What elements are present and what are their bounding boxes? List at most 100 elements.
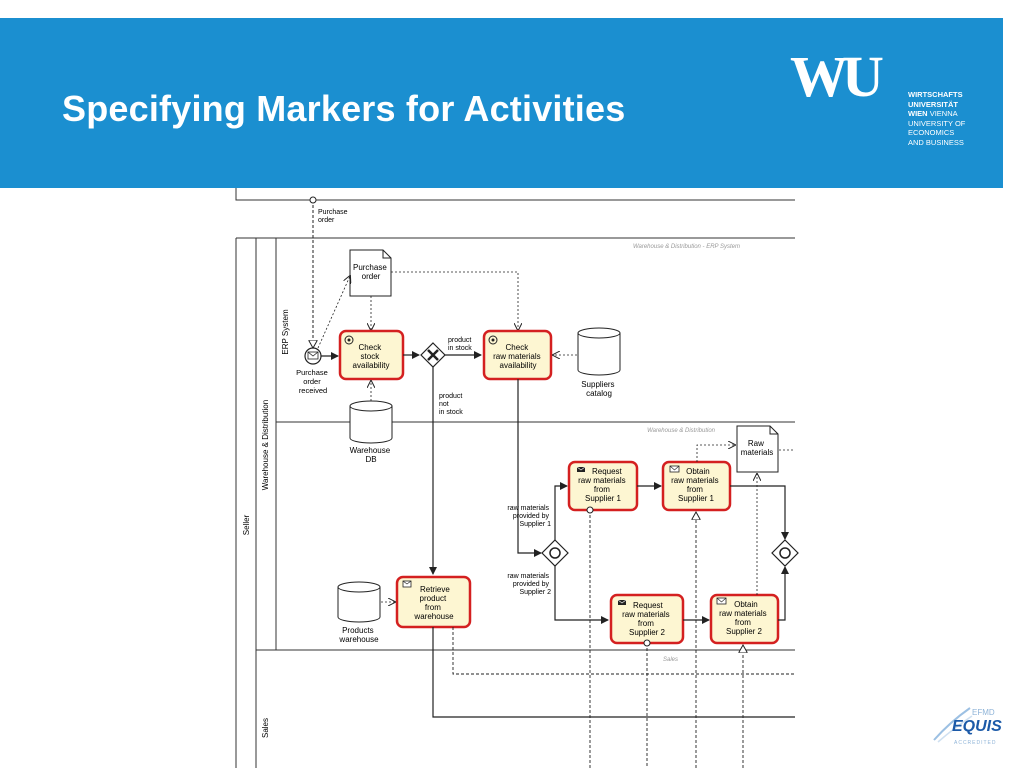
task-label-line: availability — [353, 361, 390, 370]
condition-line: in stock — [448, 345, 472, 352]
task-label-line: from — [594, 485, 610, 494]
task-label-line: raw materials — [622, 610, 670, 619]
task-request-supplier-2 — [609, 593, 685, 645]
task-label-line: raw materials — [493, 352, 541, 361]
wu-logo: WU WIRTSCHAFTS UNIVERSITÄT WIEN VIENNA U… — [790, 48, 980, 158]
inclusive-gateway-split — [541, 539, 569, 567]
logo-line-3b: VIENNA — [929, 109, 958, 119]
task-label-line: Supplier 1 — [678, 494, 715, 503]
task-label-line: Supplier 1 — [585, 494, 622, 503]
task-request-s2-label: Request raw materials from Supplier 2 — [622, 601, 672, 637]
condition-supplier-1: raw materials provided by Supplier 1 — [507, 505, 551, 528]
logo-line-5: ECONOMICS — [908, 128, 955, 138]
task-label-line: from — [735, 618, 751, 627]
slide-title: Specifying Markers for Activities — [62, 88, 626, 129]
task-label-line: Retrieve — [420, 585, 450, 594]
task-label-line: from — [687, 485, 703, 494]
task-retrieve-label: Retrieve product from warehouse — [413, 585, 454, 621]
task-label-line: Request — [633, 601, 664, 610]
task-label-line: availability — [500, 361, 537, 370]
task-label-line: Supplier 2 — [726, 627, 763, 636]
products-warehouse-line: Products — [342, 626, 374, 635]
sublane-caption-erp: Warehouse & Distribution - ERP System — [633, 244, 740, 250]
task-label-line: Obtain — [734, 600, 758, 609]
data-object-purchase-order — [349, 249, 392, 297]
task-label-line: raw materials — [671, 476, 719, 485]
purchase-order-doc-label: Purchase order — [353, 263, 389, 281]
suppliers-catalog-line: Suppliers — [581, 380, 614, 389]
warehouse-db-line: DB — [365, 455, 376, 464]
start-event-label-line: order — [303, 377, 321, 386]
condition-line: provided by — [513, 513, 550, 520]
task-label-line: Obtain — [686, 467, 710, 476]
start-message-event — [304, 347, 322, 365]
sublane-caption-wd: Warehouse & Distribution — [647, 428, 716, 434]
condition-line: Supplier 1 — [519, 521, 551, 528]
raw-materials-doc-label: Raw materials — [741, 439, 773, 457]
equis-swoosh-icon — [933, 707, 973, 743]
lane-label-sales: Sales — [261, 718, 270, 738]
logo-line-6: AND BUSINESS — [908, 137, 964, 147]
task-request-s1-label: Request raw materials from Supplier 1 — [578, 467, 628, 503]
task-obtain-s1-label: Obtain raw materials from Supplier 1 — [671, 467, 721, 503]
accredited-label: ACCREDITED — [954, 740, 997, 746]
data-store-suppliers-catalog — [577, 327, 621, 376]
logo-line-2: UNIVERSITÄT — [908, 99, 959, 109]
message-flow-label: Purchase order — [318, 209, 350, 224]
task-label-line: Request — [592, 467, 623, 476]
task-check-raw-label: Check raw materials availability — [493, 343, 543, 370]
wu-logo-mark: WU — [790, 44, 884, 109]
sublane-caption-sales: Sales — [663, 657, 678, 663]
wu-logo-wordmark: WIRTSCHAFTS UNIVERSITÄT WIEN VIENNA UNIV… — [908, 90, 965, 148]
start-event-label-line: Purchase — [296, 368, 328, 377]
purchase-order-doc-line: order — [362, 272, 381, 281]
products-warehouse-line: warehouse — [338, 635, 379, 644]
warehouse-db-line: Warehouse — [350, 446, 391, 455]
task-label-line: from — [425, 603, 441, 612]
task-label-line: Check — [359, 343, 383, 352]
warehouse-db-label: Warehouse DB — [350, 446, 393, 464]
title-banner — [0, 18, 1003, 188]
task-label-line: Supplier 2 — [629, 628, 666, 637]
data-object-raw-materials — [736, 425, 779, 473]
logo-line-1: WIRTSCHAFTS — [908, 90, 963, 99]
exclusive-gateway — [420, 342, 446, 368]
condition-not-in-stock: product not in stock — [439, 393, 464, 416]
condition-line: raw materials — [507, 505, 549, 512]
raw-materials-doc-line: Raw — [748, 439, 764, 448]
sublane-label-erp: ERP System — [281, 309, 290, 355]
task-label-line: stock — [361, 352, 381, 361]
equis-label: EQUIS — [952, 718, 1002, 735]
logo-line-3a: WIEN — [908, 109, 928, 119]
pool-label-seller: Seller — [242, 514, 251, 535]
condition-line: not — [439, 401, 449, 408]
data-store-warehouse-db — [349, 400, 393, 444]
inclusive-gateway-join — [771, 539, 799, 567]
task-label-line: raw materials — [719, 609, 767, 618]
task-obtain-supplier-2 — [709, 593, 780, 645]
task-obtain-s2-label: Obtain raw materials from Supplier 2 — [719, 600, 769, 636]
condition-line: product — [448, 337, 471, 344]
logo-line-4: UNIVERSITY OF — [908, 118, 966, 128]
suppliers-catalog-label: Suppliers catalog — [581, 380, 617, 398]
start-event-label-line: received — [299, 386, 327, 395]
message-flow-label-line: order — [318, 217, 335, 224]
condition-in-stock: product in stock — [448, 337, 473, 352]
condition-supplier-2: raw materials provided by Supplier 2 — [507, 573, 551, 596]
task-label-line: warehouse — [413, 612, 454, 621]
upper-pool-edge — [235, 188, 795, 201]
data-store-products-warehouse — [337, 581, 381, 623]
condition-line: product — [439, 393, 462, 400]
task-label-line: raw materials — [578, 476, 626, 485]
condition-line: raw materials — [507, 573, 549, 580]
seller-pool — [235, 237, 795, 768]
suppliers-catalog-line: catalog — [586, 389, 612, 398]
purchase-order-doc-line: Purchase — [353, 263, 387, 272]
raw-materials-doc-line: materials — [741, 448, 773, 457]
message-flow-label-line: Purchase — [318, 209, 348, 216]
lane-label-warehouse-distribution: Warehouse & Distribution — [261, 400, 270, 490]
task-label-line: product — [420, 594, 447, 603]
condition-line: in stock — [439, 409, 463, 416]
start-event-label: Purchase order received — [296, 368, 330, 395]
